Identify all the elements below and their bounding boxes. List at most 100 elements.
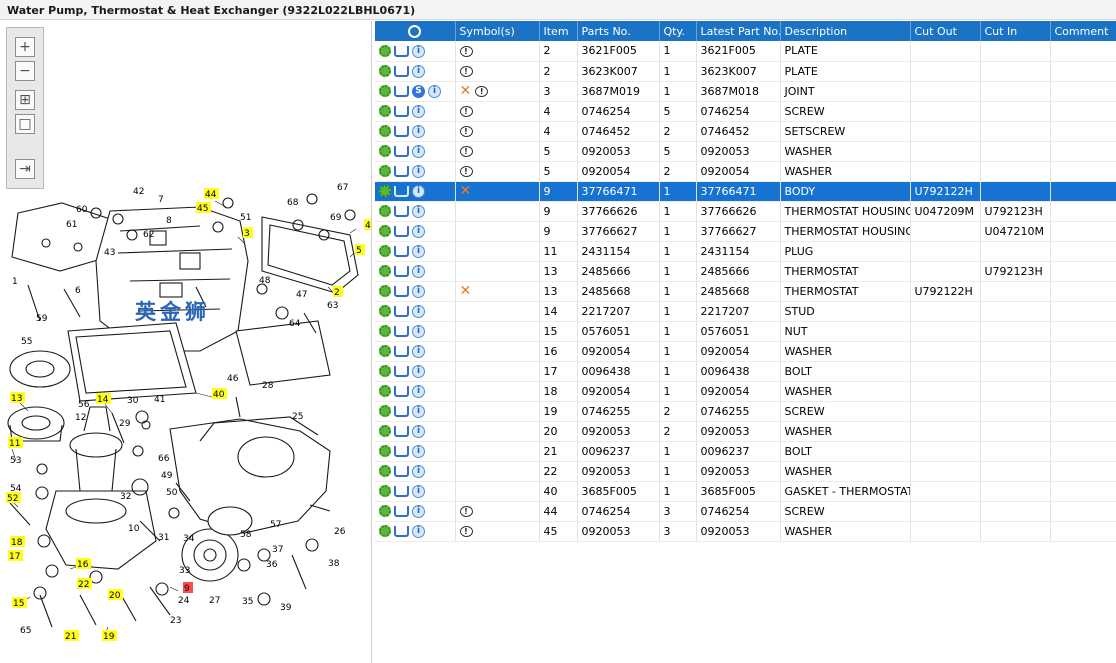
info-icon[interactable]: i (412, 464, 425, 478)
info-icon[interactable]: i (412, 304, 425, 318)
callout-label-49[interactable]: 49 (161, 471, 173, 481)
gear-icon[interactable] (379, 165, 391, 178)
callout-label-9[interactable]: 9 (184, 584, 190, 594)
callout-label-34[interactable]: 34 (183, 534, 195, 544)
gear-icon[interactable] (379, 265, 391, 278)
callout-label-40[interactable]: 40 (213, 390, 225, 400)
callout-label-6[interactable]: 6 (75, 286, 81, 296)
callout-label-8[interactable]: 8 (166, 216, 172, 226)
callout-label-18[interactable]: 18 (11, 538, 23, 548)
comment-bubble-icon[interactable]: ! (459, 506, 473, 517)
actual-size-icon[interactable]: □ (15, 114, 35, 134)
callout-highlight-11[interactable] (8, 437, 23, 448)
callout-label-5[interactable]: 5 (356, 246, 362, 256)
callout-label-54[interactable]: 54 (10, 484, 22, 494)
column-header[interactable]: Qty. (659, 21, 697, 41)
callout-label-17[interactable]: 17 (9, 552, 20, 562)
export-icon[interactable]: ⇥ (15, 159, 35, 179)
callout-highlight-52[interactable] (6, 492, 21, 503)
info-icon[interactable]: i (412, 144, 425, 158)
cart-icon[interactable] (394, 425, 409, 437)
superseded-x-icon[interactable]: ✕ (459, 283, 472, 299)
gear-icon[interactable] (379, 305, 391, 318)
callout-label-12[interactable]: 12 (75, 413, 86, 423)
info-icon[interactable]: i (412, 44, 425, 58)
callout-label-68[interactable]: 68 (287, 198, 299, 208)
callout-label-15[interactable]: 15 (13, 599, 24, 609)
cart-icon[interactable] (394, 85, 409, 97)
callout-label-19[interactable]: 19 (103, 632, 115, 642)
callout-label-56[interactable]: 56 (78, 400, 90, 410)
info-icon[interactable]: i (412, 384, 425, 398)
column-header[interactable]: Description (780, 21, 911, 41)
callout-label-65[interactable]: 65 (20, 626, 31, 636)
callout-label-63[interactable]: 63 (327, 301, 338, 311)
info-icon[interactable]: i (412, 224, 425, 238)
callout-highlight-3[interactable] (243, 227, 253, 238)
gear-icon[interactable] (379, 145, 391, 158)
info-icon[interactable]: i (412, 244, 425, 258)
gear-icon[interactable] (379, 65, 391, 78)
callout-label-7[interactable]: 7 (158, 195, 164, 205)
cart-icon[interactable] (394, 465, 409, 477)
gear-icon[interactable] (379, 245, 391, 258)
callout-label-48[interactable]: 48 (259, 276, 271, 286)
info-icon[interactable]: i (412, 444, 425, 458)
comment-bubble-icon[interactable]: ! (459, 66, 473, 77)
gear-icon[interactable] (379, 345, 391, 358)
callout-highlight-22[interactable] (77, 578, 92, 589)
cart-icon[interactable] (394, 485, 409, 497)
gear-icon[interactable] (379, 125, 391, 138)
callout-highlight-2[interactable] (333, 286, 343, 297)
callout-label-32[interactable]: 32 (120, 492, 131, 502)
cart-icon[interactable] (394, 125, 409, 137)
cart-icon[interactable] (394, 165, 409, 177)
callout-highlight-21[interactable] (64, 630, 79, 641)
callout-label-46[interactable]: 46 (227, 374, 239, 384)
cart-icon[interactable] (394, 245, 409, 257)
comment-bubble-icon[interactable]: ! (459, 106, 473, 117)
info-icon[interactable]: i (428, 84, 441, 98)
info-icon[interactable]: i (412, 404, 425, 418)
gear-icon[interactable] (379, 525, 391, 538)
info-icon[interactable]: i (412, 344, 425, 358)
callout-label-55[interactable]: 55 (21, 337, 32, 347)
callout-label-44[interactable]: 44 (205, 190, 217, 200)
callout-label-58[interactable]: 58 (240, 530, 252, 540)
header-search-icon[interactable] (375, 21, 456, 41)
callout-label-16[interactable]: 16 (77, 560, 89, 570)
callout-label-33[interactable]: 33 (179, 566, 190, 576)
gear-icon[interactable] (379, 45, 391, 57)
callout-highlight-4[interactable] (364, 219, 372, 230)
callout-label-39[interactable]: 39 (280, 603, 292, 613)
gear-icon[interactable] (379, 105, 391, 118)
cart-icon[interactable] (394, 525, 409, 537)
callout-label-14[interactable]: 14 (97, 395, 109, 405)
info-icon[interactable]: i (412, 264, 425, 278)
callout-label-28[interactable]: 28 (262, 381, 274, 391)
comment-bubble-icon[interactable]: ! (459, 45, 473, 57)
info-icon[interactable]: i (412, 124, 425, 138)
callout-label-25[interactable]: 25 (292, 412, 303, 422)
callout-highlight-19[interactable] (102, 630, 117, 641)
callout-label-13[interactable]: 13 (11, 394, 22, 404)
callout-highlight-17[interactable] (8, 550, 23, 561)
callout-highlight-5[interactable] (355, 244, 365, 255)
info-icon[interactable]: i (412, 184, 425, 198)
callout-label-23[interactable]: 23 (170, 616, 181, 626)
